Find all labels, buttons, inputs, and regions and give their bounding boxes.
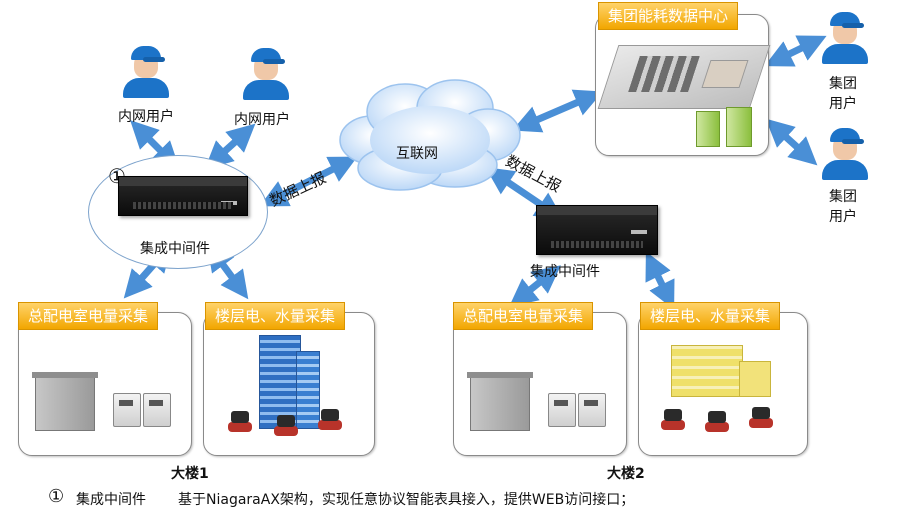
intranet-user-avatar-1: [123, 46, 169, 98]
b2-water-meter-2: [705, 411, 729, 435]
b2-power-meter-1: [548, 393, 576, 427]
internet-cloud: [339, 79, 521, 191]
b2-building-icon: [671, 345, 743, 397]
b2-water-meter-1: [661, 409, 685, 433]
footnote-text: 基于NiagaraAX架构，实现任意协议智能表具接入，提供WEB访问接口；: [178, 492, 635, 508]
data-center-server-tower-1: [696, 111, 720, 147]
arrow-middleware2-panel3: [509, 265, 561, 307]
arrow-user2-middleware: [204, 123, 256, 170]
b2-transformer: [467, 372, 533, 431]
data-center-title: 集团能耗数据中心: [598, 2, 739, 30]
b1-transformer: [32, 372, 98, 431]
b1-water-meter-2: [274, 415, 298, 439]
b1-building-icon: [259, 335, 301, 429]
group-user-label-1-line2: 用户: [829, 96, 857, 112]
arrow-middleware1-internet: [259, 156, 358, 207]
group-user-label-1-line1: 集团: [829, 76, 857, 92]
internet-label: 互联网: [396, 146, 438, 162]
b1-floor-title: 楼层电、水量采集: [205, 302, 346, 330]
b1-water-meter-1: [228, 411, 252, 435]
data-center-panel: [595, 14, 771, 156]
data-center-floorplan: [597, 45, 771, 109]
b1-power-meter-1: [113, 393, 141, 427]
arrow-middleware2-panel4: [645, 251, 675, 310]
b1-water-meter-3: [318, 409, 342, 433]
building2-label: 大楼2: [607, 466, 645, 482]
b1-power-meter-2: [143, 393, 171, 427]
middleware-label-2: 集成中间件: [530, 264, 600, 280]
b2-floor-panel: [638, 312, 808, 456]
middleware-server-1: [118, 176, 248, 216]
b1-floor-panel: [203, 312, 375, 456]
middleware-label-1: 集成中间件: [140, 241, 210, 257]
b1-distribution-panel: [18, 312, 192, 456]
intranet-user-label-2: 内网用户: [234, 112, 290, 128]
arrow-datacenter-groupuser1: [764, 35, 827, 67]
footnote-title: 集成中间件: [76, 492, 146, 508]
b2-water-meter-3: [749, 407, 773, 431]
arrow-datacenter-groupuser2: [765, 118, 818, 166]
middleware-server-2: [536, 205, 658, 255]
building1-label: 大楼1: [171, 466, 209, 482]
group-user-avatar-2: [822, 128, 868, 180]
b2-power-meter-2: [578, 393, 606, 427]
arrow-internet-datacenter: [512, 89, 603, 133]
data-center-server-tower-2: [726, 107, 752, 147]
intranet-user-avatar-2: [243, 48, 289, 100]
b2-distribution-panel: [453, 312, 627, 456]
group-user-label-2-line1: 集团: [829, 189, 857, 205]
group-user-avatar-1: [822, 12, 868, 64]
b2-distribution-title: 总配电室电量采集: [453, 302, 594, 330]
footnote-marker: ①: [48, 486, 65, 507]
b1-distribution-title: 总配电室电量采集: [18, 302, 159, 330]
b2-floor-title: 楼层电、水量采集: [640, 302, 781, 330]
intranet-user-label-1: 内网用户: [118, 109, 174, 125]
group-user-label-2-line2: 用户: [829, 209, 857, 225]
